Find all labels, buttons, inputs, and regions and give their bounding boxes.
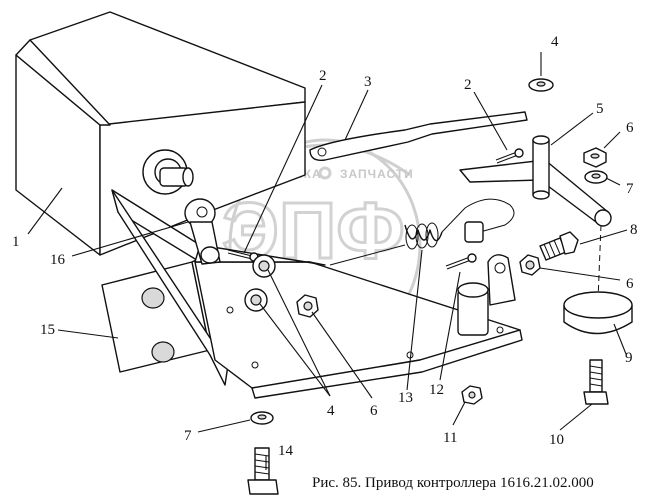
callout-6-right: 6	[626, 276, 634, 292]
figure-caption: Рис. 85. Привод контроллера 1616.21.02.0…	[312, 475, 594, 491]
part-16-lever	[184, 198, 221, 265]
callout-4-top: 4	[551, 34, 559, 50]
callout-15: 15	[40, 322, 55, 338]
part-2-cotter-pin-right	[495, 148, 524, 164]
callout-9: 9	[625, 350, 633, 366]
part-4-washer-left-upper	[252, 254, 276, 278]
callout-5: 5	[596, 101, 604, 117]
part-6-nut-left	[296, 294, 319, 318]
part-6-nut-top	[583, 147, 607, 168]
callout-11: 11	[443, 430, 457, 446]
callout-6-top: 6	[626, 120, 634, 136]
callout-7-bottom: 7	[184, 428, 192, 444]
part-6-nut-right	[519, 254, 541, 276]
part-7-washer-bottom	[250, 411, 274, 425]
callout-3: 3	[364, 74, 372, 90]
watermark-text-right: ЗАПЧАСТИ	[340, 167, 414, 181]
callout-14: 14	[278, 443, 294, 459]
part-11-nut	[461, 385, 483, 405]
watermark-gear-icon	[318, 166, 332, 180]
part-7-washer-right	[584, 170, 608, 184]
callout-16: 16	[50, 252, 66, 268]
part-4-washer-left-lower	[244, 288, 268, 312]
callout-6-left: 6	[370, 403, 378, 419]
callout-1: 1	[12, 234, 20, 250]
part-3-rod	[309, 111, 528, 161]
part-5-lever-arm	[459, 135, 612, 227]
base-stand-right	[457, 254, 516, 336]
part-8-bolt	[539, 231, 579, 261]
callout-4-left: 4	[327, 403, 335, 419]
leader-lines	[27, 52, 628, 470]
part-4-washer-top	[528, 78, 554, 92]
base-bracket	[111, 189, 523, 399]
callout-labels: 1 2 3 2 4 5 6 7 8 6 9 10 16 15 7 14 4 6 …	[12, 34, 638, 459]
callout-2-right: 2	[464, 77, 472, 93]
callout-10: 10	[549, 432, 564, 448]
callout-2-left: 2	[319, 68, 327, 84]
callout-8: 8	[630, 222, 638, 238]
part-10-stud	[583, 359, 609, 405]
callout-13: 13	[398, 390, 413, 406]
callout-7-right: 7	[626, 181, 634, 197]
part-14-bolt	[247, 447, 279, 495]
part-13-spring	[329, 198, 515, 266]
part-12-pin	[445, 253, 477, 270]
callout-12: 12	[429, 382, 444, 398]
